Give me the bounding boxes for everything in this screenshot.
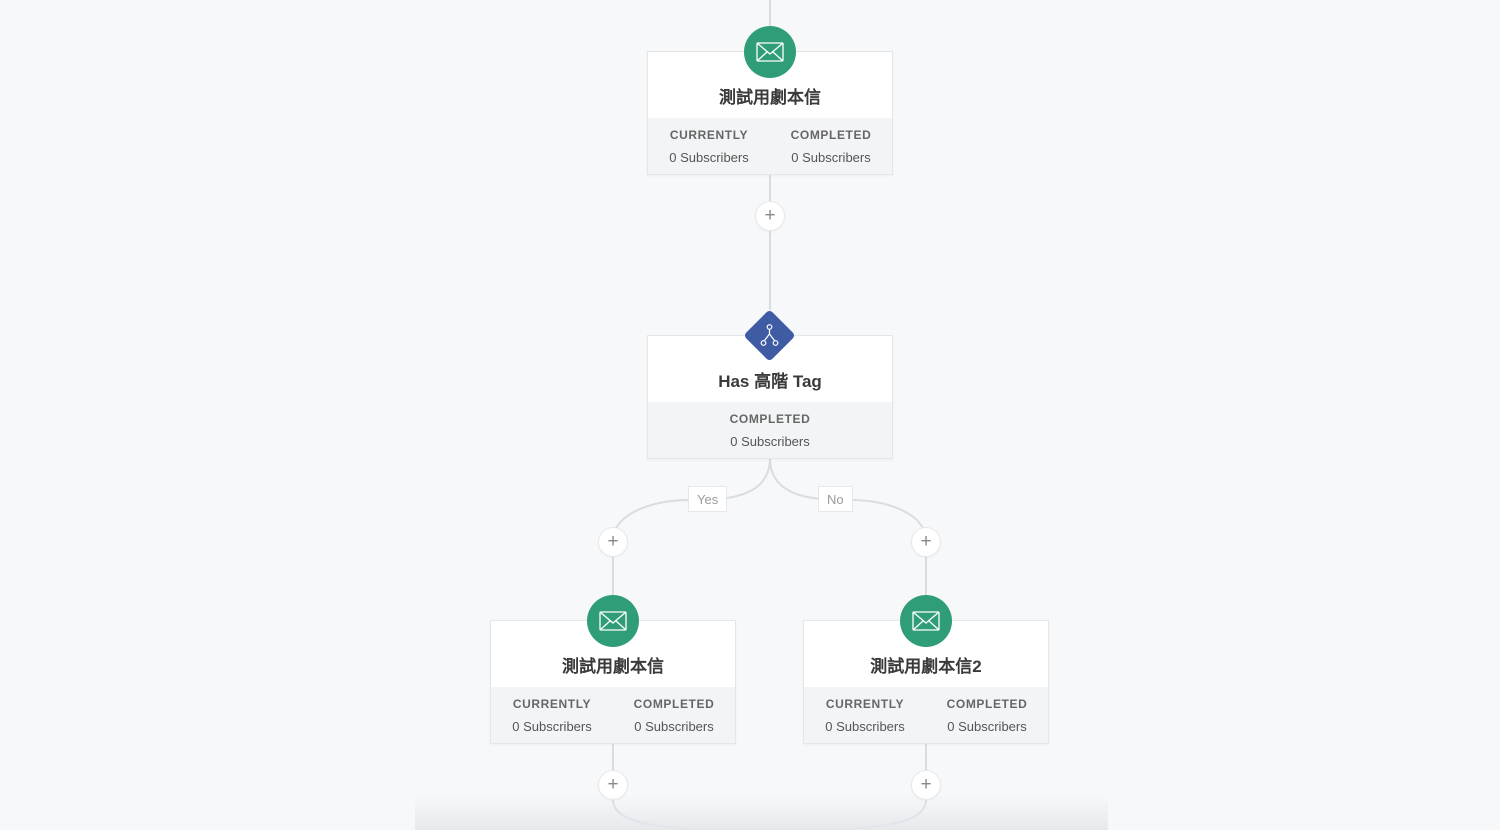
currently-value[interactable]: 0 Subscribers [825,719,905,734]
currently-label: CURRENTLY [669,128,749,142]
node-stats: COMPLETED 0 Subscribers [648,402,892,458]
currently-value[interactable]: 0 Subscribers [669,150,749,165]
node-title: 測試用劇本信 [562,657,664,676]
completed-value[interactable]: 0 Subscribers [634,719,714,734]
node-title: Has 高階 Tag [718,372,822,391]
add-step-button-yes[interactable]: + [598,527,628,557]
envelope-icon[interactable] [587,595,639,647]
node-stats: CURRENTLY 0 Subscribers COMPLETED 0 Subs… [491,687,735,743]
envelope-icon[interactable] [900,595,952,647]
currently-label: CURRENTLY [825,697,905,711]
currently-stat: CURRENTLY 0 Subscribers [804,687,926,743]
currently-stat: CURRENTLY 0 Subscribers [491,687,613,743]
node-stats: CURRENTLY 0 Subscribers COMPLETED 0 Subs… [804,687,1048,743]
add-step-button[interactable]: + [755,201,785,231]
branch-icon[interactable] [743,309,796,362]
completed-value[interactable]: 0 Subscribers [730,434,810,449]
branch-yes-label: Yes [688,486,728,512]
completed-label: COMPLETED [729,412,811,426]
completed-label: COMPLETED [790,128,872,142]
envelope-icon[interactable] [744,26,796,78]
completed-value[interactable]: 0 Subscribers [947,719,1027,734]
completed-stat: COMPLETED 0 Subscribers [926,687,1048,743]
bottom-fade [415,795,1108,830]
completed-stat: COMPLETED 0 Subscribers [613,687,735,743]
node-title: 測試用劇本信 [719,88,821,107]
email-node-card-no[interactable]: 測試用劇本信2 CURRENTLY 0 Subscribers COMPLETE… [803,620,1049,744]
completed-label: COMPLETED [946,697,1028,711]
add-step-button-no[interactable]: + [911,527,941,557]
completed-stat: COMPLETED 0 Subscribers [648,402,892,458]
completed-stat: COMPLETED 0 Subscribers [770,118,892,174]
currently-label: CURRENTLY [512,697,592,711]
branch-no-label: No [818,486,853,512]
currently-value[interactable]: 0 Subscribers [512,719,592,734]
currently-stat: CURRENTLY 0 Subscribers [648,118,770,174]
node-stats: CURRENTLY 0 Subscribers COMPLETED 0 Subs… [648,118,892,174]
node-title: 測試用劇本信2 [870,657,982,676]
completed-value[interactable]: 0 Subscribers [791,150,871,165]
completed-label: COMPLETED [633,697,715,711]
